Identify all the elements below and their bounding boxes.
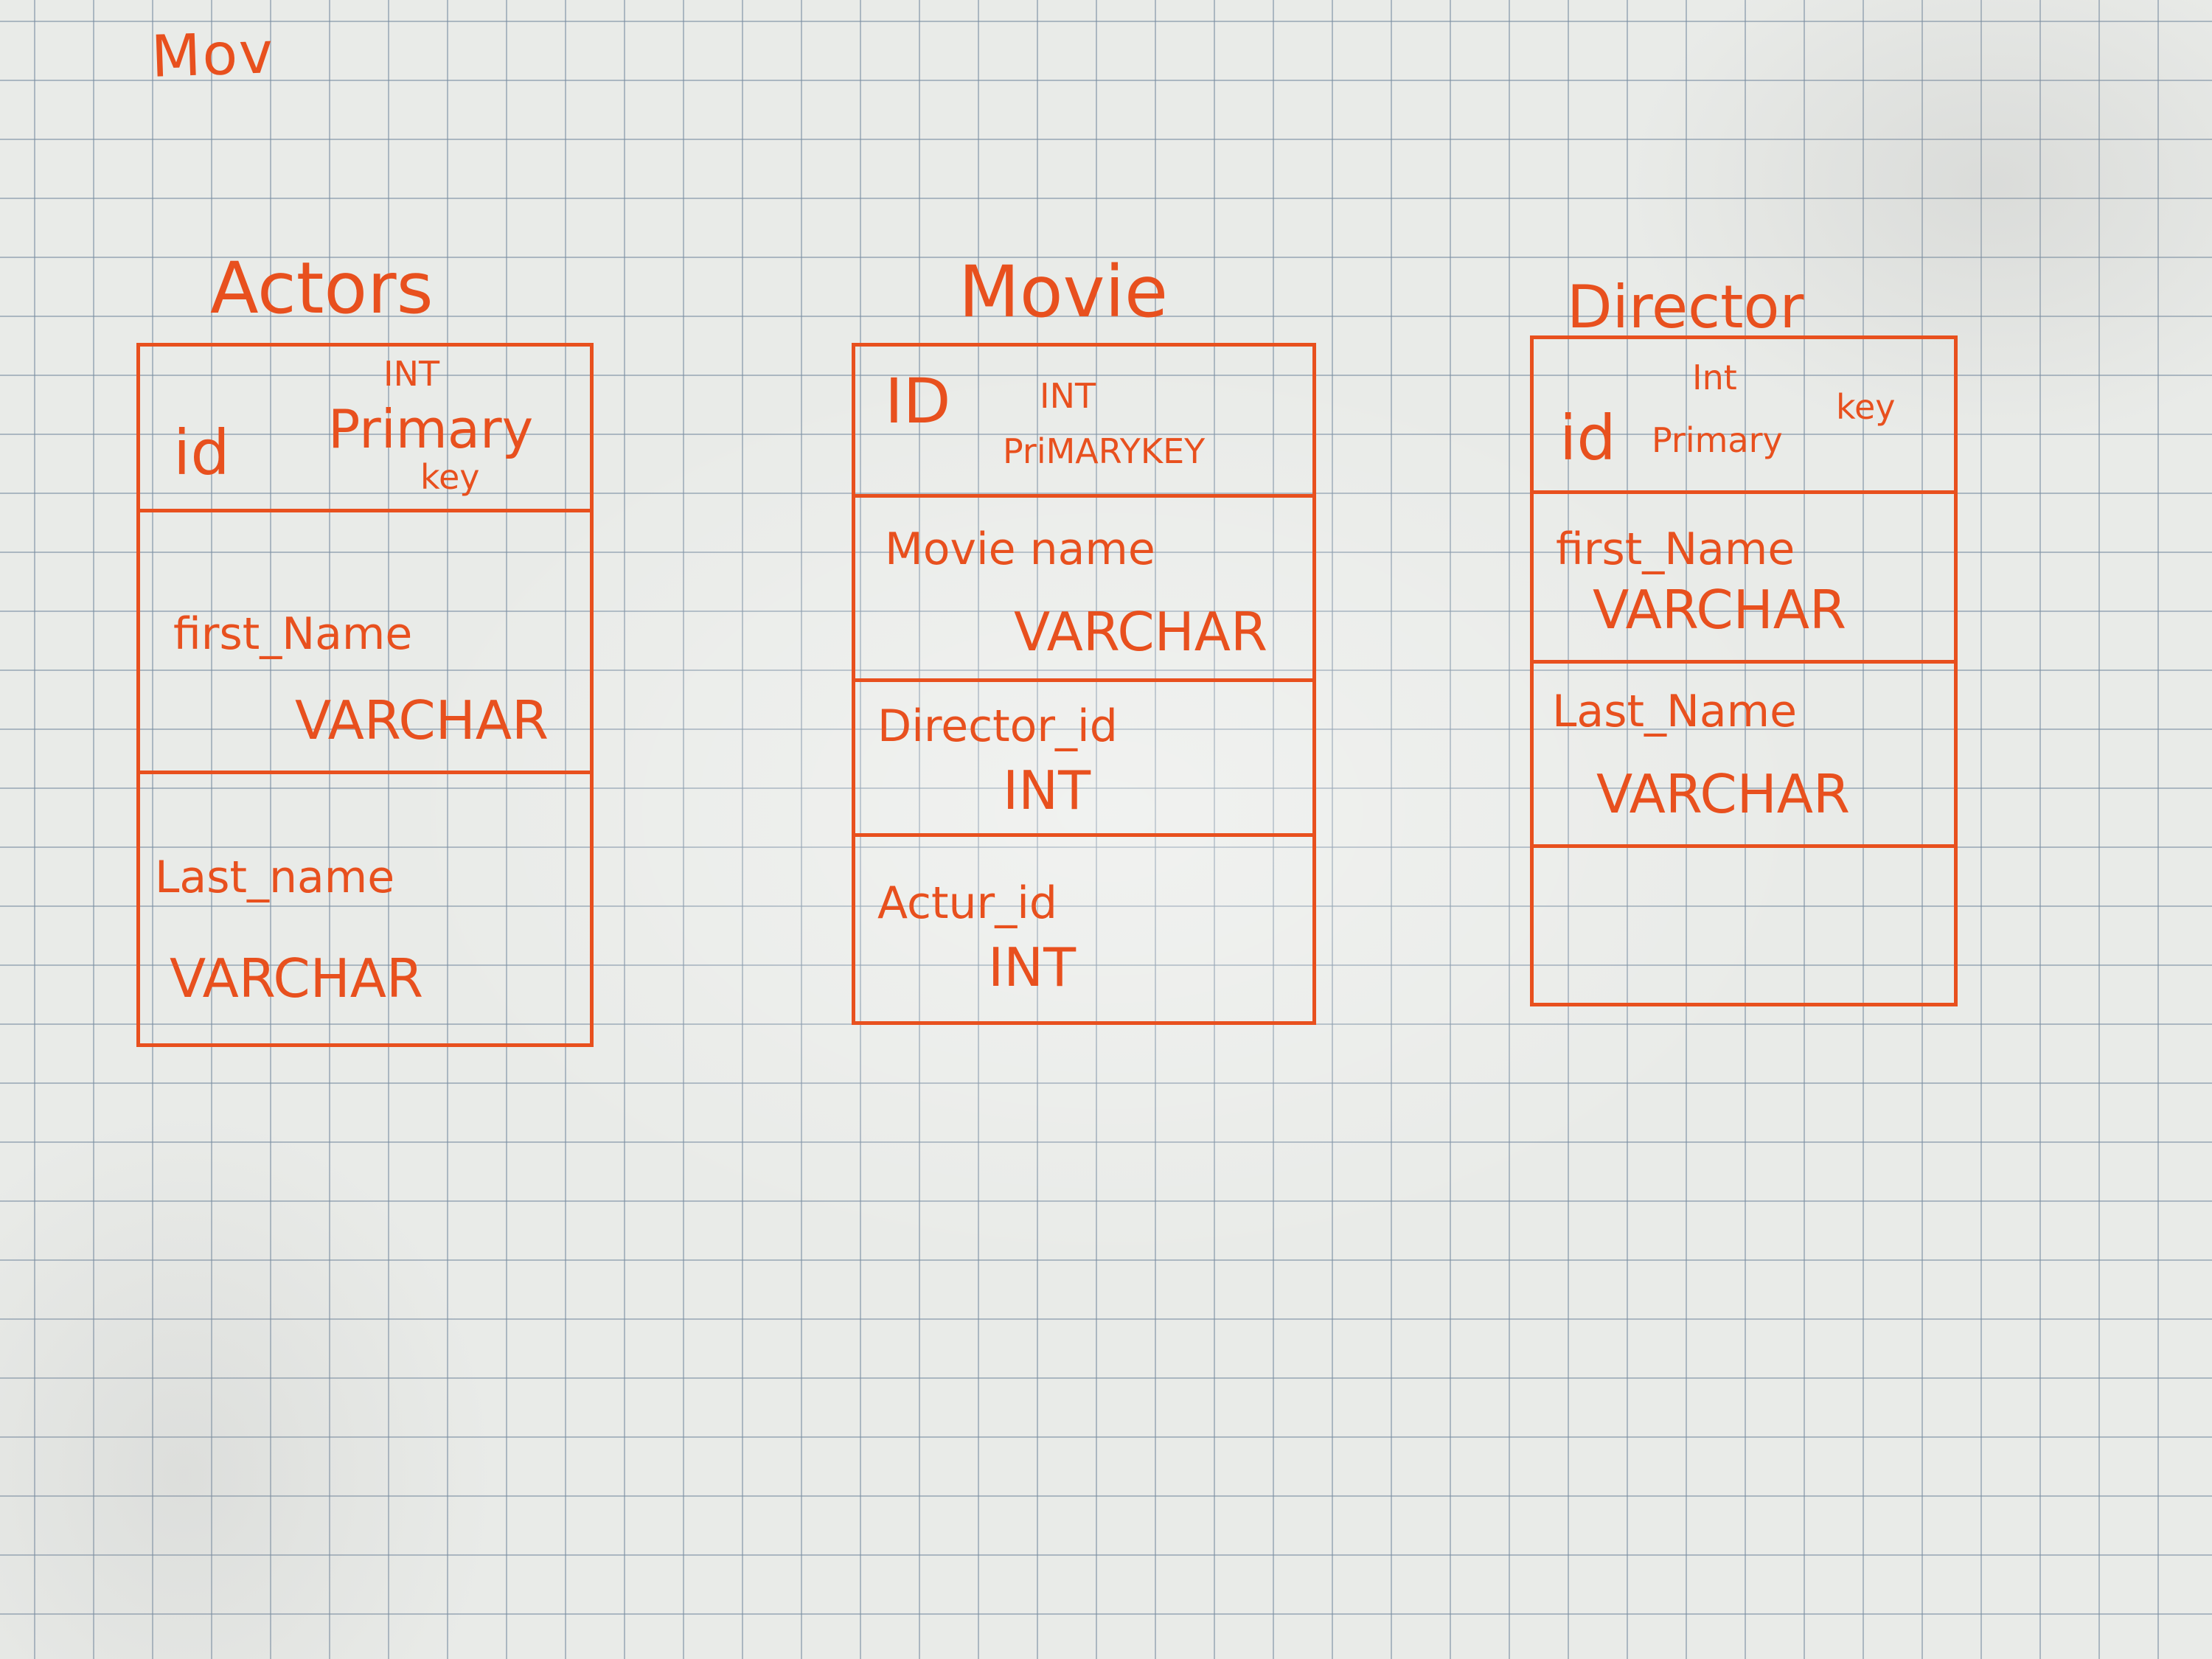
director-row-empty <box>1534 848 1954 1003</box>
director-table-box: id Int Primary key first_Name VARCHAR La… <box>1530 335 1958 1006</box>
director-row-last-name-name: Last_Name <box>1552 686 1797 737</box>
director-row-first-name-type: VARCHAR <box>1593 579 1847 641</box>
movie-row-actor-id-name: Actur_id <box>877 877 1057 929</box>
director-row-id-key: Primary <box>1652 420 1783 460</box>
movie-table-box: ID INT PriMARYKEY Movie name VARCHAR Dir… <box>852 343 1316 1025</box>
actors-row-id-key2: key <box>420 457 480 497</box>
director-row-last-name-type: VARCHAR <box>1596 763 1851 825</box>
movie-row-id-name: ID <box>885 365 951 437</box>
actors-row-first-name: first_Name VARCHAR <box>140 512 590 774</box>
movie-row-movie-name: Movie name VARCHAR <box>855 498 1312 682</box>
movie-row-director-id-name: Director_id <box>877 700 1118 752</box>
director-row-id: id Int Primary key <box>1534 339 1954 494</box>
actors-row-first-name-name: first_Name <box>173 608 413 660</box>
actors-table-title: Actors <box>210 247 434 330</box>
actors-row-id-name: id <box>173 417 230 489</box>
movie-row-id-key: PriMARYKEY <box>1003 431 1206 471</box>
director-row-id-key2: key <box>1836 387 1896 427</box>
movie-row-id: ID INT PriMARYKEY <box>855 347 1312 498</box>
actors-row-id: id INT Primary key <box>140 347 590 512</box>
actors-table-box: id INT Primary key first_Name VARCHAR La… <box>136 343 594 1047</box>
director-row-id-type: Int <box>1692 358 1737 397</box>
director-row-first-name: first_Name VARCHAR <box>1534 494 1954 664</box>
actors-row-last-name-type: VARCHAR <box>170 947 424 1009</box>
movie-row-director-id: Director_id INT <box>855 682 1312 837</box>
actors-row-first-name-type: VARCHAR <box>295 689 549 751</box>
movie-row-actor-id-type: INT <box>988 936 1077 998</box>
movie-table-title: Movie <box>959 251 1169 333</box>
movie-row-movie-name-name: Movie name <box>885 524 1155 575</box>
movie-row-director-id-type: INT <box>1003 759 1091 821</box>
actors-row-last-name-name: Last_name <box>155 852 395 903</box>
movie-row-movie-name-type: VARCHAR <box>1014 601 1268 663</box>
handwritten-note: Mov <box>150 20 276 91</box>
actors-row-id-type: INT <box>383 354 440 394</box>
director-row-last-name: Last_Name VARCHAR <box>1534 664 1954 848</box>
director-row-id-name: id <box>1559 402 1616 474</box>
director-row-first-name-name: first_Name <box>1556 524 1795 575</box>
movie-row-id-type: INT <box>1040 376 1096 416</box>
movie-row-actor-id: Actur_id INT <box>855 837 1312 1021</box>
actors-row-last-name: Last_name VARCHAR <box>140 774 590 1043</box>
director-table-title: Director <box>1567 273 1804 341</box>
actors-row-id-key: Primary <box>328 398 534 460</box>
